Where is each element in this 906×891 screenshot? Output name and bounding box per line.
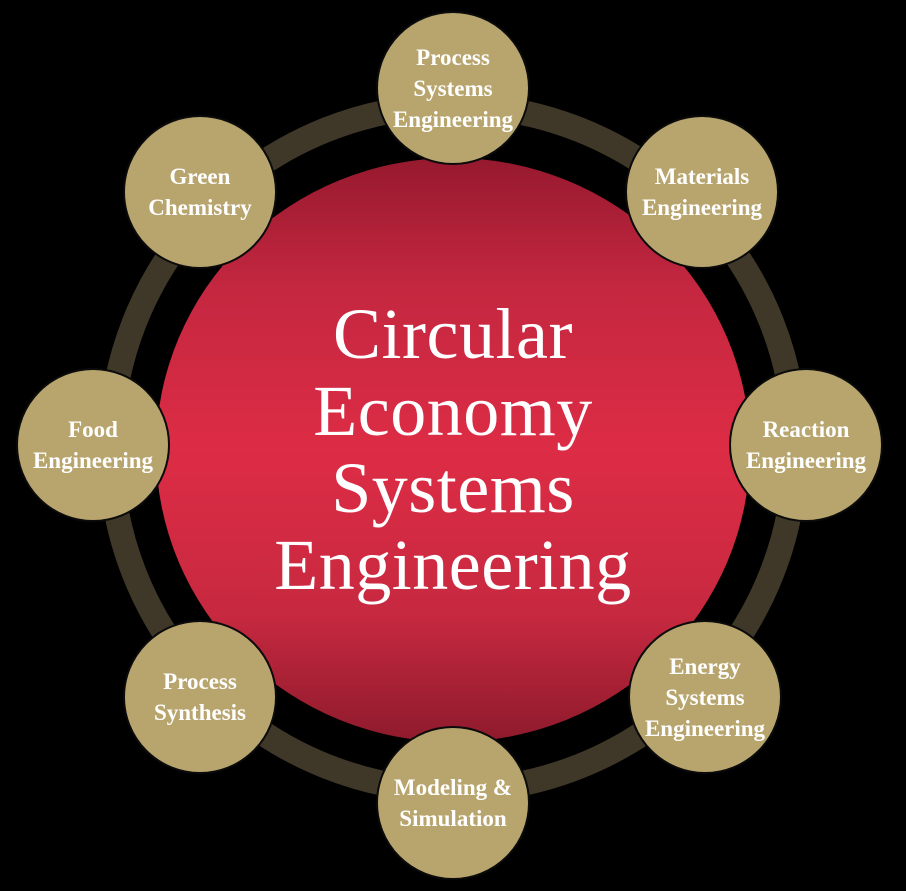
node-label-line: Materials [654, 164, 750, 189]
node-label-line: Simulation [399, 806, 507, 831]
node-label: Materials Engineering [642, 161, 762, 223]
node-label-line: Systems [413, 75, 493, 101]
node-process-synthesis[interactable]: Process Synthesis [123, 620, 277, 774]
node-modeling-simulation[interactable]: Modeling & Simulation [376, 726, 530, 880]
node-label-line: Process [416, 44, 490, 70]
node-label-line: Chemistry [148, 195, 252, 220]
node-label-line: Engineering [32, 448, 154, 473]
node-label: Process Systems Engineering [393, 42, 513, 135]
center-title-line-4: Engineering [274, 525, 632, 605]
node-process-systems-engineering[interactable]: Process Systems Engineering [376, 11, 530, 165]
node-energy-systems-engineering[interactable]: Energy Systems Engineering [628, 620, 782, 774]
node-food-engineering[interactable]: Food Engineering [16, 368, 170, 522]
node-label-line: Process [163, 669, 237, 694]
node-label: Energy Systems Engineering [645, 651, 765, 744]
node-label-line: Reaction [762, 417, 850, 442]
node-label: Green Chemistry [148, 161, 251, 223]
node-label: Reaction Engineering [746, 414, 866, 476]
node-label-line: Engineering [745, 448, 867, 473]
node-label-line: Systems [665, 684, 745, 710]
node-label-line: Engineering [641, 195, 763, 220]
center-title-line-2: Economy [313, 371, 593, 451]
node-label-line: Synthesis [153, 700, 247, 725]
node-label-line: Food [68, 417, 118, 442]
node-label: Process Synthesis [154, 666, 246, 728]
node-label: Food Engineering [33, 414, 153, 476]
center-title: Circular Economy Systems Engineering [274, 296, 631, 604]
node-green-chemistry[interactable]: Green Chemistry [123, 115, 277, 269]
center-title-line-3: Systems [331, 448, 575, 528]
node-label: Modeling & Simulation [394, 772, 512, 834]
node-label-line: Green [169, 164, 231, 189]
node-label-line: Energy [669, 653, 741, 679]
node-label-line: Engineering [392, 106, 514, 132]
node-reaction-engineering[interactable]: Reaction Engineering [729, 368, 883, 522]
node-label-line: Modeling & [393, 775, 513, 800]
node-materials-engineering[interactable]: Materials Engineering [625, 115, 779, 269]
node-label-line: Engineering [644, 715, 766, 741]
center-title-line-1: Circular [333, 294, 573, 374]
